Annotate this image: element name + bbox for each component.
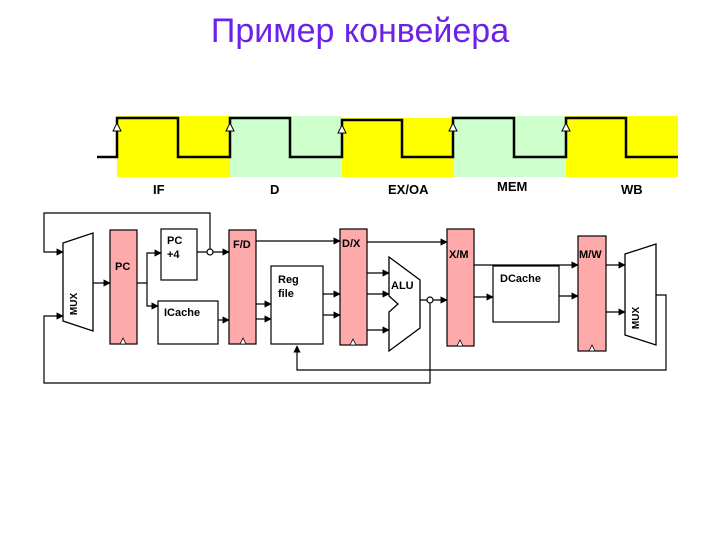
register-file-label-line2: file (278, 288, 294, 300)
stage-label-ex: EX/OA (388, 182, 429, 197)
wire-pc-icache (146, 283, 159, 310)
clock-edge-markers (112, 121, 571, 134)
alu-label: ALU (391, 280, 414, 292)
clock-edge-marker (112, 121, 122, 132)
clock-input-marker (349, 338, 357, 346)
clock-input-marker (119, 337, 127, 345)
pc-plus4-unit (160, 228, 198, 281)
mux-right (624, 243, 657, 346)
fd-register (228, 229, 257, 345)
clock-inputs (119, 337, 596, 352)
mux-left-label: MUX (69, 293, 80, 316)
clock-edge-marker (337, 123, 347, 134)
clock-input-marker (456, 339, 464, 347)
icache-label: ICache (164, 307, 200, 319)
junction-dot (426, 296, 434, 304)
stage-band-ex (342, 118, 453, 177)
clock-edge-marker (448, 121, 458, 132)
mux-left (62, 232, 94, 332)
pc-plus4-label-line1: PC (167, 235, 182, 247)
clock-bands (117, 116, 678, 177)
pc-plus4-label-line2: +4 (167, 249, 180, 261)
alu-unit (388, 255, 421, 353)
mw-register-label: M/W (579, 249, 602, 261)
xm-register-label: X/M (449, 249, 469, 261)
stage-band-if (117, 116, 230, 177)
stage-band-wb (566, 116, 678, 177)
dcache-unit (492, 265, 560, 323)
fd-register-label: F/D (233, 239, 251, 251)
wire-pc-branch (137, 249, 162, 284)
dcache-label: DCache (500, 273, 541, 285)
stage-band-d (230, 116, 342, 177)
wire-pc4-feedback (43, 212, 211, 256)
datapath-wires (43, 212, 667, 384)
wire-writeback (293, 294, 667, 371)
clock-edge-marker (561, 121, 571, 132)
slide-title: Пример конвейера (210, 12, 510, 50)
dx-register-label: D/X (342, 238, 361, 250)
clock-edge-marker (225, 121, 235, 132)
mw-register (577, 235, 607, 352)
stage-band-mem (453, 116, 566, 177)
junction-dot (206, 248, 214, 256)
dx-register (339, 228, 368, 346)
stage-label-wb: WB (621, 182, 643, 197)
xm-register (446, 228, 475, 347)
register-file (270, 265, 324, 345)
clock-waveform (97, 116, 678, 159)
stage-label-d: D (270, 182, 279, 197)
pc-register (109, 229, 138, 345)
stage-label-if: IF (153, 182, 165, 197)
stage-label-mem: MEM (497, 179, 527, 194)
mux-right-label: MUX (631, 307, 642, 330)
wire-alu-feedback (43, 300, 431, 384)
pc-register-label: PC (115, 261, 130, 273)
register-file-label-line1: Reg (278, 274, 299, 286)
clock-input-marker (588, 344, 596, 352)
icache-unit (157, 300, 219, 345)
clock-input-marker (239, 337, 247, 345)
